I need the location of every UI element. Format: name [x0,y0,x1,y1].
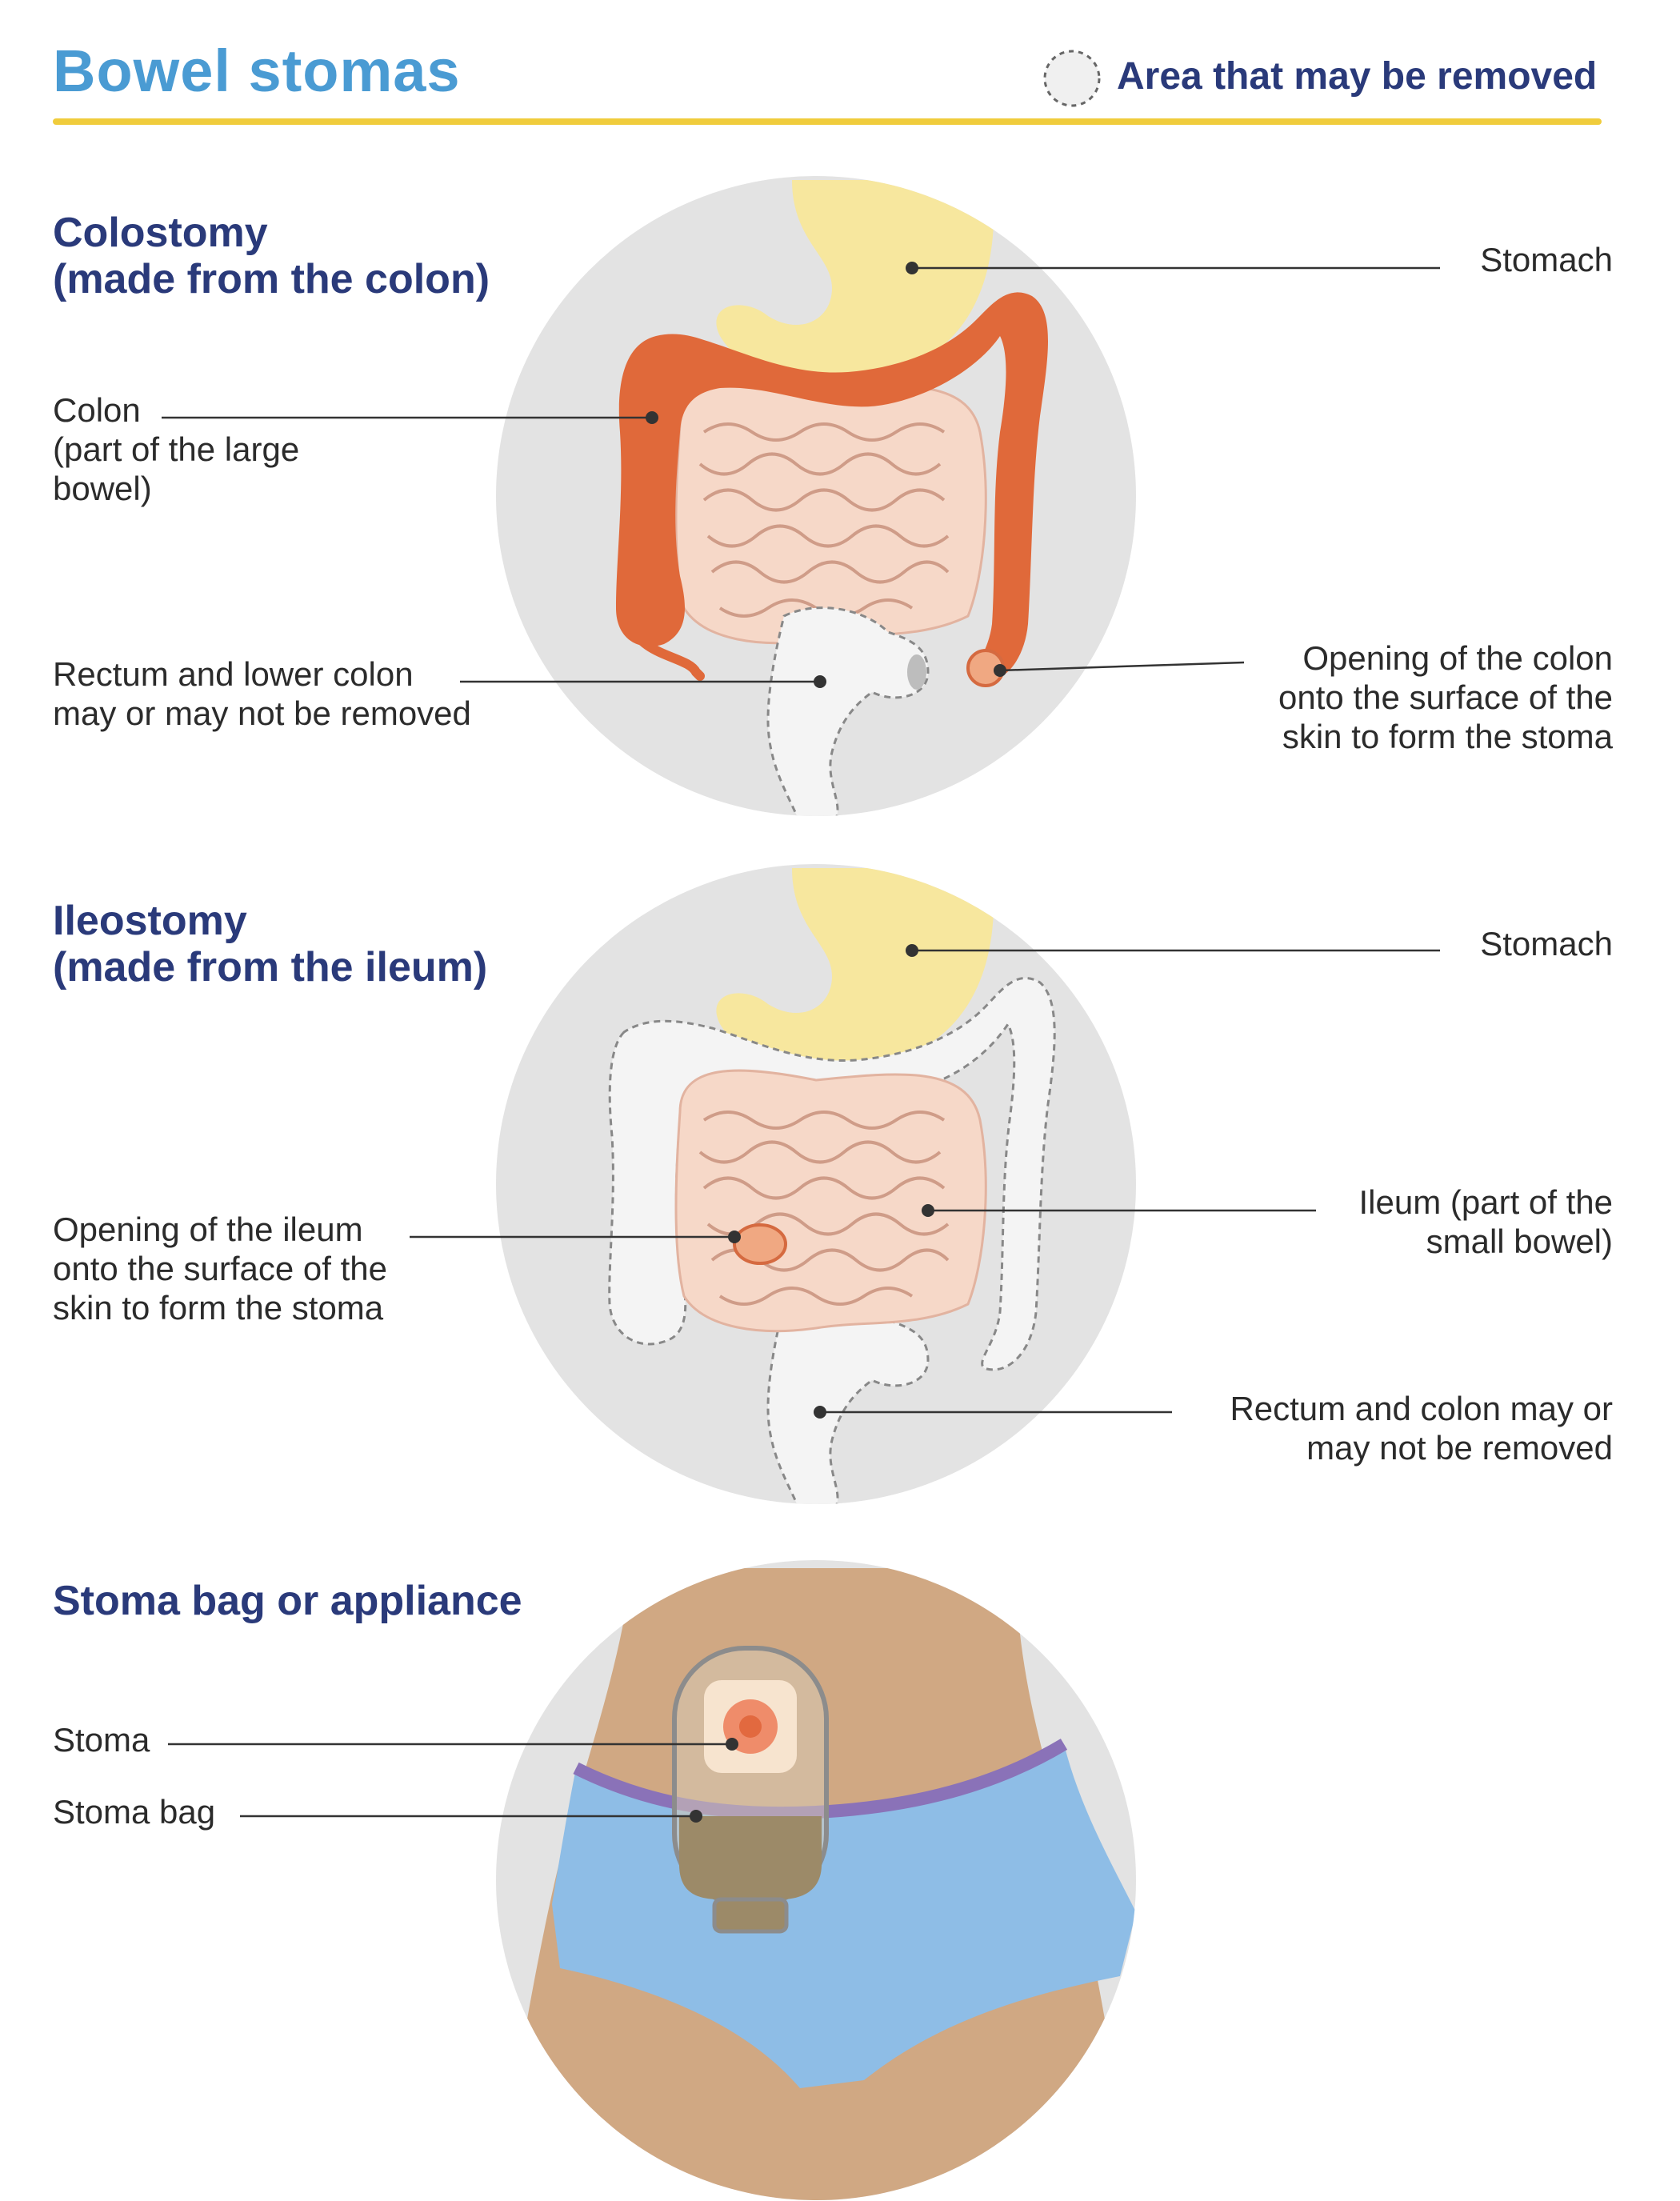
colostomy-stomach-label: Stomach [1480,241,1613,278]
ileum-label: Ileum (part of the small bowel) [1358,1183,1613,1261]
colon-tail [627,619,705,681]
colostomy-heading: Colostomy (made from the colon) [53,210,490,303]
colostomy-rectum-label: Rectum and lower colon may or may not be… [53,655,471,733]
ileostomy-stomach-label: Stomach [1480,925,1613,962]
bag-contents [679,1816,822,1899]
small-bowel-shape [674,1069,987,1333]
colostomy-illustration [496,176,1136,816]
ileostomy-heading: Ileostomy (made from the ileum) [53,898,488,991]
page-title: Bowel stomas [53,38,461,104]
stoma-bag-label: Stoma bag [53,1793,216,1831]
title-divider [53,118,1602,125]
colostomy-opening-label: Opening of the colon onto the surface of… [1278,639,1613,756]
legend-label: Area that may be removed [1117,55,1598,98]
colon-shape [616,292,1048,682]
ileostomy-rectum-label: Rectum and colon may or may not be remov… [1230,1390,1613,1467]
rectum-removed-shape [766,606,930,816]
small-bowel-shape [674,381,987,645]
ileostomy-stoma [733,1223,787,1265]
stomach-shape [716,180,994,382]
ileostomy-opening-label: Opening of the ileum onto the surface of… [53,1211,387,1327]
small-bowel-coils [698,1111,950,1306]
bag-outlet [712,1897,789,1934]
dashed-circle-icon [1043,50,1101,107]
stoma-label: Stoma [53,1721,150,1759]
legend: Area that may be removed [1040,46,1616,110]
appliance-illustration [496,1560,1136,2200]
leader-dots [646,262,1006,1823]
stomach-shape [716,868,994,1070]
rectum-removed-shape [766,1295,930,1504]
small-bowel-coils [698,422,950,618]
colon-label: Colon (part of the large bowel) [53,391,300,508]
ileostomy-illustration [496,864,1136,1504]
appliance-heading: Stoma bag or appliance [53,1578,522,1624]
leader-lines [162,266,1440,1818]
